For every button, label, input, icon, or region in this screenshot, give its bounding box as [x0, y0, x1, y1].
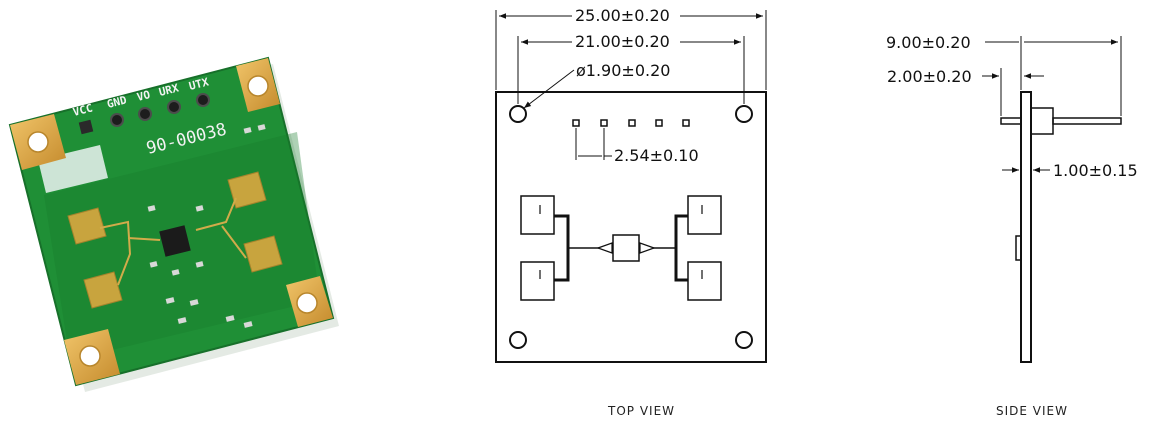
pin-label-vo: VO: [136, 88, 152, 104]
corner-pad-tl: [10, 114, 66, 170]
top-view-dimensions: [495, 10, 767, 160]
caption-top-view: TOP VIEW: [607, 404, 675, 418]
dim-board-thickness: 1.00±0.15: [1053, 161, 1138, 180]
pin-label-gnd: GND: [106, 93, 129, 111]
caption-side-view: SIDE VIEW: [996, 404, 1068, 418]
mounting-hole-br: [735, 331, 753, 349]
pin-long-side: [1052, 117, 1122, 125]
component-side: [1015, 235, 1022, 261]
header-pins: [78, 93, 210, 135]
corner-pad-bl: [64, 329, 120, 385]
side-view-drawing: [1000, 91, 1122, 363]
corner-pad-tr: [236, 58, 280, 112]
dim-pin-offset: 2.00±0.20: [887, 67, 972, 86]
antenna-left: [67, 207, 123, 309]
pin-label-vcc: VCC: [72, 101, 94, 118]
smd-components: [147, 124, 266, 328]
antenna-patches-top: [520, 195, 722, 301]
board-photo: VCC GND VO URX UTX 90-00038: [8, 56, 339, 392]
pin-label-urx: URX: [158, 81, 181, 99]
pin-short-side: [1000, 117, 1022, 125]
dim-hole-spacing: 21.00±0.20: [575, 32, 670, 51]
board-outline-side: [1020, 91, 1032, 363]
corner-pad-br: [286, 276, 333, 327]
pin-label-utx: UTX: [188, 75, 211, 93]
mounting-hole-tl: [509, 105, 527, 123]
dim-pin-pitch: 2.54±0.10: [614, 146, 699, 165]
header-body-side: [1030, 107, 1054, 135]
antenna-right: [227, 171, 283, 273]
radar-chip: [159, 225, 191, 257]
chip-outline-top: [612, 234, 640, 262]
top-view-drawing: [495, 91, 767, 363]
dim-overall-width: 25.00±0.20: [575, 6, 670, 25]
pin-pads: [572, 119, 690, 127]
feed-traces: [99, 197, 247, 286]
dim-hole-diameter: ø1.90±0.20: [576, 61, 670, 80]
mounting-hole-tr: [735, 105, 753, 123]
side-view-dimensions: [982, 36, 1122, 173]
mounting-hole-bl: [509, 331, 527, 349]
dim-pin-length: 9.00±0.20: [886, 33, 971, 52]
board-outline-top: [495, 91, 767, 363]
